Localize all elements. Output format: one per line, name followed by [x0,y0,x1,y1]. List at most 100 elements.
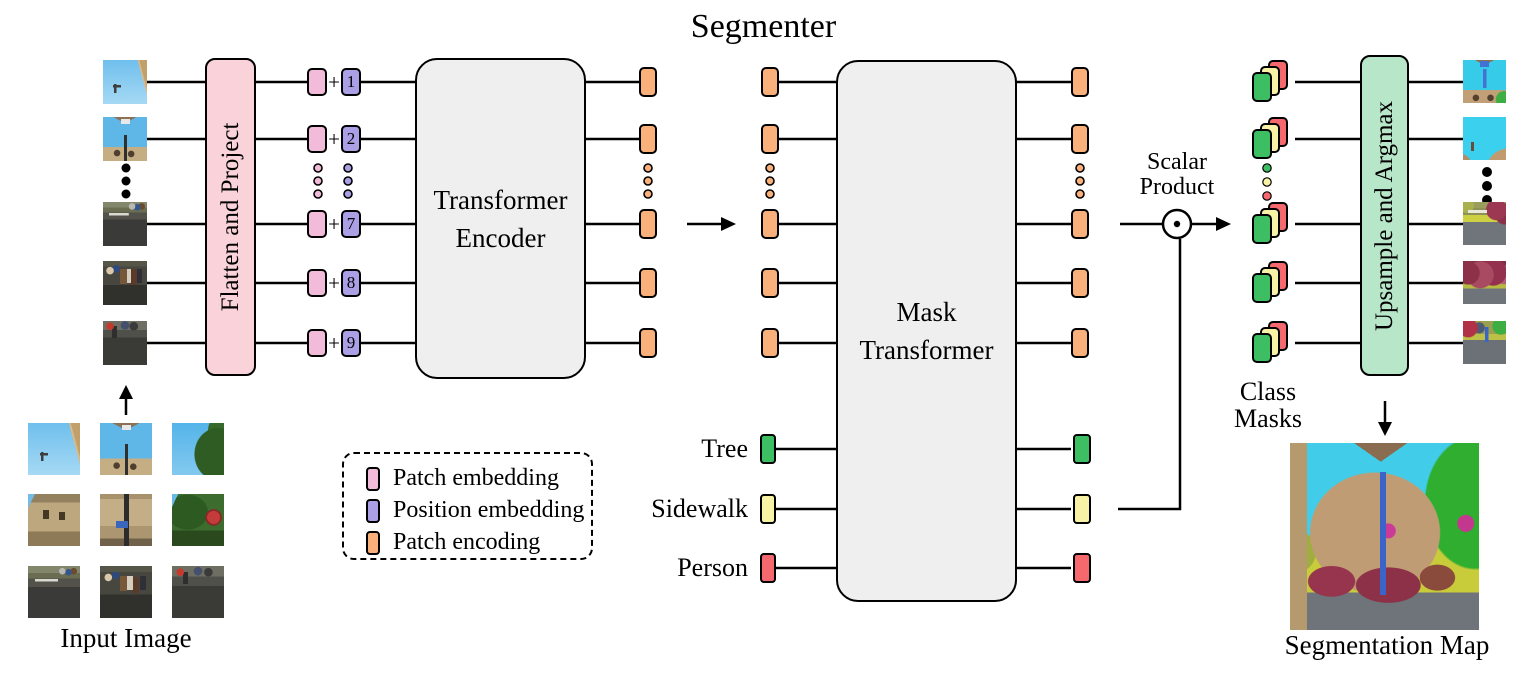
flow-arrow [687,217,736,231]
input-image-tile-1 [28,423,80,475]
patch-embedding-pill-1 [307,68,327,96]
tree-mask-card [1252,273,1272,303]
upsample-argmax-box: Upsample and Argmax [1360,55,1409,376]
patch-encoding-pill [1071,268,1089,298]
class-masks-label-line2: Masks [1234,404,1302,433]
patch-encoding-ellipsis-dots-icon-3 [1075,163,1085,199]
tree-mask-card [1252,72,1272,102]
segmented-patch-9 [1463,321,1506,364]
input-image-tile-4 [28,494,80,546]
input-patch-7 [103,202,147,246]
input-image-label: Input Image [60,623,192,653]
upsample-argmax-label: Upsample and Argmax [1370,100,1398,331]
input-patch-1 [103,60,147,104]
patch-encoding-pill [1071,67,1089,97]
class-mask-output-tree [1073,434,1091,464]
transformer-encoder-label-line1: Transformer [433,184,568,215]
patch-encoding-ellipsis-dots-icon-2 [765,163,775,199]
patch-embedding-pill-4 [307,269,327,297]
class-mask-output-person [1073,553,1091,583]
class-embedding-pill-person [760,553,776,583]
position-embedding-pill-8: 8 [341,269,361,297]
patch-encoding-pill [761,268,779,298]
class-label-tree: Tree [701,434,748,463]
tree-mask-card [1252,214,1272,244]
patch-embedding-pill-2 [307,125,327,153]
plus-operator: + [328,271,340,295]
input-image-tile-3 [172,423,224,475]
class-masks-label: Class Masks [1207,378,1329,432]
patch-encoding-ellipsis-dots-icon-1 [643,163,653,199]
segmented-patch-7 [1463,202,1506,245]
input-image-tile-8 [100,566,152,618]
position-embedding-pill-1: 1 [341,68,361,96]
patch-encoding-swatch-icon [366,530,380,555]
transformer-encoder-box: Transformer Encoder [415,58,586,379]
position-embedding-swatch-icon [366,498,380,523]
plus-operator: + [328,331,340,355]
patch-encoding-pill [639,328,657,358]
position-embedding-pill-7: 7 [341,210,361,238]
scalar-product-label: Scalar Product [1117,150,1237,200]
class-embedding-pill-sidewalk [760,494,776,524]
legend-item-patch-embedding: Patch embedding [366,464,591,493]
patch-encoding-pill [639,209,657,239]
class-masks-stack [1252,321,1290,363]
patch-encoding-pill [1071,209,1089,239]
legend-item-position-embedding: Position embedding [366,496,591,525]
down-arrow [1378,401,1392,436]
mask-transformer-label-line1: Mask [896,297,957,327]
input-image-tile-5 [100,494,152,546]
patch-encoding-pill [639,67,657,97]
patch-encoding-pill [639,268,657,298]
legend: Patch embedding Position embedding Patch… [342,452,593,560]
diagram-title: Segmenter [690,8,837,45]
input-image-tile-7 [28,566,80,618]
position-embedding-pill-2: 2 [341,125,361,153]
input-patch-2 [103,117,147,161]
position-embedding-ellipsis-dots-icon [343,163,353,199]
segmentation-map-image [1290,443,1479,630]
input-image-tile-2 [100,423,152,475]
patch-encoding-pill [761,124,779,154]
patch-embedding-swatch-icon [366,466,380,491]
legend-item-patch-encoding: Patch encoding [366,528,591,557]
class-masks-stack [1252,261,1290,303]
patch-encoding-pill [1071,328,1089,358]
scalar-product-operator-icon [1120,208,1231,240]
legend-label: Patch encoding [393,529,541,555]
plus-operator: + [328,212,340,236]
segmented-patch-2 [1463,117,1506,160]
class-masks-ellipsis-dots-icon [1262,163,1272,201]
class-label-person: Person [677,553,748,582]
flatten-project-box: Flatten and Project [205,58,256,376]
flatten-project-label: Flatten and Project [216,122,244,312]
legend-label: Position embedding [393,497,585,523]
tree-mask-card [1252,333,1272,363]
input-image-tile-6 [172,494,224,546]
scalar-product-label-line1: Scalar [1147,149,1207,175]
class-masks-stack [1252,60,1290,102]
input-patch-9 [103,321,147,365]
tree-mask-card [1252,129,1272,159]
patch-encoding-pill [761,209,779,239]
plus-operator: + [328,70,340,94]
segmented-patch-8 [1463,261,1506,304]
segmentation-map-label: Segmentation Map [1284,630,1490,660]
mask-transformer-label-line2: Transformer [859,335,994,365]
class-masks-label-line1: Class [1239,377,1297,406]
patch-encoding-pill [761,67,779,97]
plus-operator: + [328,127,340,151]
scalar-product-label-line2: Product [1139,174,1215,200]
patch-embedding-ellipsis-dots-icon [313,163,323,199]
input-image-tile-9 [172,566,224,618]
output-ellipsis-dots-icon [1482,167,1492,205]
patch-encoding-pill [761,328,779,358]
class-label-sidewalk: Sidewalk [651,494,748,523]
transformer-encoder-label-line2: Encoder [455,222,546,253]
class-masks-stack [1252,117,1290,159]
up-arrow [119,385,133,415]
legend-label: Patch embedding [393,465,559,491]
